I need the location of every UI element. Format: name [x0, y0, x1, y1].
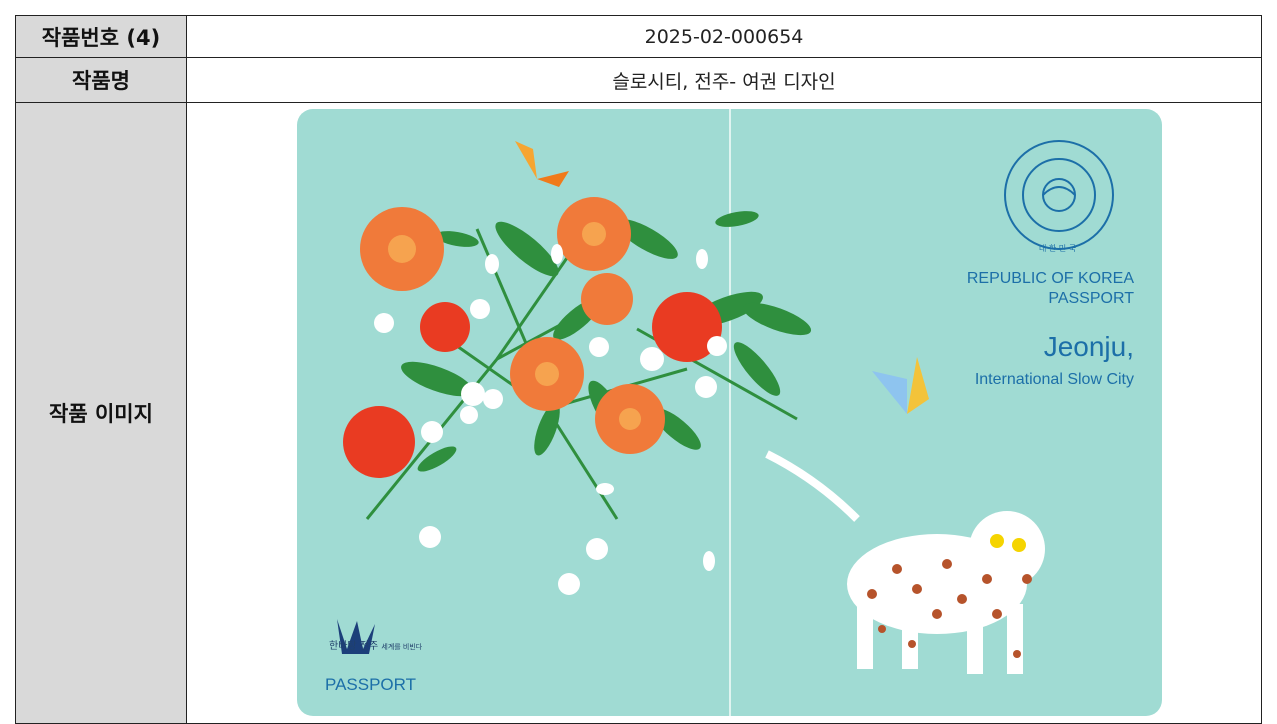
row-work-image: 작품 이미지: [15, 102, 1262, 724]
white-blossoms: [374, 244, 727, 595]
work-image-cell: REPUBLIC OF KOREA PASSPORT Jeonju, Inter…: [186, 102, 1262, 724]
orange-flowers: [360, 197, 665, 454]
emblem-text: 대 한 민 국: [1039, 244, 1077, 253]
work-title-label: 작품명: [15, 57, 187, 103]
korea-emblem: [1004, 140, 1114, 250]
passport-cover-image: REPUBLIC OF KOREA PASSPORT Jeonju, Inter…: [297, 109, 1162, 716]
tiger-illustration: [765, 450, 1045, 674]
orange-butterfly: [515, 141, 569, 187]
city-name: Jeonju,: [1043, 331, 1134, 362]
row-work-title: 작품명 슬로시티, 전주- 여권 디자인: [15, 57, 1262, 103]
work-image-label: 작품 이미지: [15, 102, 187, 724]
city-subtitle: International Slow City: [974, 371, 1134, 388]
work-number-value: 2025-02-000654: [186, 15, 1262, 58]
artwork-info-table: 작품번호 (4) 2025-02-000654 작품명 슬로시티, 전주- 여권…: [15, 15, 1262, 724]
logo-caption: 한바탕 전주 세계를 비빈다: [329, 637, 422, 652]
work-title-value: 슬로시티, 전주- 여권 디자인: [186, 57, 1262, 103]
row-work-number: 작품번호 (4) 2025-02-000654: [15, 15, 1262, 58]
passport-illustration: [337, 109, 1114, 716]
republic-line-2: PASSPORT: [1048, 290, 1134, 307]
jeonju-logo: [337, 619, 375, 654]
red-flowers: [343, 292, 722, 478]
logo-sub: 세계를 비빈다: [381, 643, 423, 651]
republic-of-korea-text: REPUBLIC OF KOREA PASSPORT: [967, 269, 1134, 309]
logo-text: 한바탕 전주: [329, 641, 379, 652]
blue-butterfly: [872, 357, 929, 414]
passport-left-label: PASSPORT: [325, 675, 417, 694]
republic-line-1: REPUBLIC OF KOREA: [966, 270, 1134, 287]
work-number-label: 작품번호 (4): [15, 15, 187, 58]
